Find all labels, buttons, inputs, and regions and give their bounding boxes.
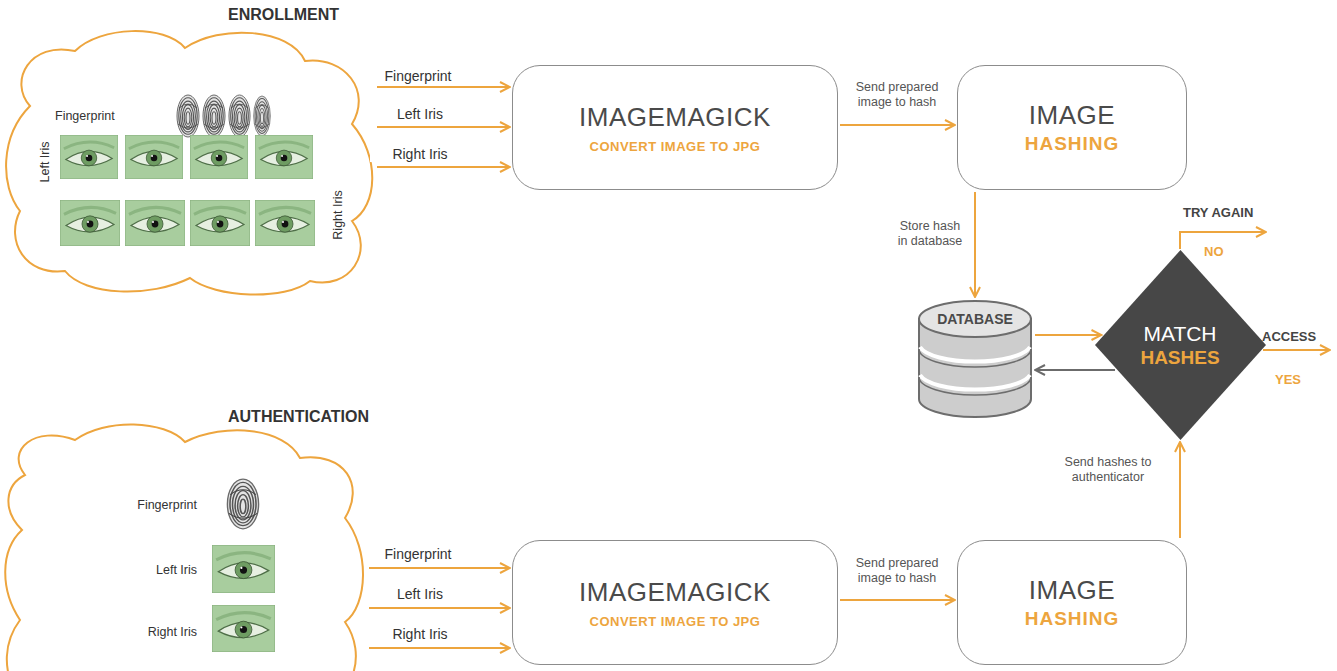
image-label: Fingerprint (137, 498, 197, 513)
image-label: Right Iris (148, 625, 197, 640)
section-heading: AUTHENTICATION (228, 408, 369, 426)
connector-arrow (840, 599, 955, 601)
iris-image (125, 200, 185, 246)
image-label: Fingerprint (55, 109, 115, 124)
box-title: IMAGE (1029, 575, 1115, 605)
connector-arrow (369, 647, 510, 649)
box-title: IMAGEMAGICK (579, 577, 771, 607)
connector-arrow (1035, 369, 1115, 371)
decision-title: MATCH (1143, 321, 1216, 346)
iris-image (255, 200, 315, 246)
connector-arrow (369, 607, 510, 609)
outcome-arrow (1263, 349, 1330, 351)
connector-arrow (1179, 442, 1181, 538)
cylinder-gap (920, 347, 1030, 362)
process-box: IMAGEMAGICK CONVERT IMAGE TO JPG (512, 540, 838, 665)
iris-image (60, 200, 120, 246)
fingerprint-image (254, 96, 271, 136)
process-box: IMAGE HASHING (957, 540, 1187, 665)
outcome-label: YES (1275, 372, 1301, 387)
edge-label: Send hashes to authenticator (1058, 455, 1158, 485)
cylinder-band (919, 377, 1031, 395)
text-stack: MATCHHASHES (1140, 321, 1219, 369)
connector-arrow (377, 166, 510, 168)
cylinder-top (919, 301, 1031, 337)
iris-image (190, 200, 250, 246)
iris-image (60, 135, 118, 179)
iris-image (212, 605, 275, 652)
text-stack: IMAGE HASHING (1025, 575, 1120, 630)
source-cloud: AUTHENTICATION FingerprintLeft IrisRight … (0, 400, 385, 671)
iris-image (255, 135, 313, 179)
cloud-outline (0, 0, 395, 290)
cloud-line (5, 424, 363, 671)
database-cylinder: DATABASE (917, 299, 1033, 419)
cylinder-band (919, 349, 1031, 367)
process-box: IMAGEMAGICK CONVERT IMAGE TO JPG (512, 65, 838, 190)
database-label: DATABASE (937, 310, 1013, 328)
outcome-label: NO (1204, 244, 1224, 259)
box-subtitle: CONVERT IMAGE TO JPG (590, 614, 761, 629)
text-stack: IMAGE HASHING (1025, 100, 1120, 155)
box-subtitle: HASHING (1025, 133, 1120, 155)
edge-label: Fingerprint (368, 546, 468, 562)
cylinder-gap (920, 375, 1030, 390)
image-label: Left Iris (156, 563, 197, 578)
connector-arrow (369, 567, 510, 569)
edge-label: Right Iris (370, 146, 470, 162)
connector-arrow (377, 126, 510, 128)
connector-arrow (840, 124, 955, 126)
text-stack: IMAGEMAGICK CONVERT IMAGE TO JPG (579, 102, 771, 154)
iris-image (125, 135, 183, 179)
edge-label: Send prepared image to hash (847, 556, 947, 586)
edge-label: Left Iris (370, 586, 470, 602)
outcome-label: ACCESS (1262, 329, 1316, 344)
text-stack: DATABASE (937, 310, 1013, 328)
fingerprint-image (203, 95, 225, 137)
fingerprint-image (227, 479, 258, 529)
edge-label: Fingerprint (368, 68, 468, 84)
edge-label: Store hash in database (896, 219, 964, 249)
process-box: IMAGE HASHING (957, 65, 1187, 190)
box-subtitle: HASHING (1025, 608, 1120, 630)
connector-arrow (1035, 334, 1102, 336)
edge-label: Left Iris (370, 106, 470, 122)
image-label: Left Iris (38, 142, 53, 183)
text-stack: IMAGEMAGICK CONVERT IMAGE TO JPG (579, 577, 771, 629)
fingerprint-image (177, 95, 199, 137)
connector-arrow (974, 192, 976, 297)
connector-arrow (377, 86, 510, 88)
fingerprint-image (229, 95, 250, 137)
cloud-line (6, 31, 372, 295)
edge-label: Send prepared image to hash (847, 80, 947, 110)
source-cloud: ENROLLMENT FingerprintLeft IrisRight Iris (0, 0, 395, 290)
box-title: IMAGEMAGICK (579, 102, 771, 132)
box-title: IMAGE (1029, 100, 1115, 130)
image-label: Right Iris (331, 190, 346, 239)
diamond-fill (1095, 250, 1266, 440)
iris-image (212, 545, 275, 593)
decision-diamond: MATCHHASHES (1095, 250, 1266, 440)
section-heading: ENROLLMENT (228, 6, 339, 24)
decision-subtitle: HASHES (1140, 346, 1219, 369)
outcome-label: TRY AGAIN (1183, 205, 1253, 220)
iris-image (190, 135, 248, 179)
edge-label: Right Iris (370, 626, 470, 642)
box-subtitle: CONVERT IMAGE TO JPG (590, 139, 761, 154)
